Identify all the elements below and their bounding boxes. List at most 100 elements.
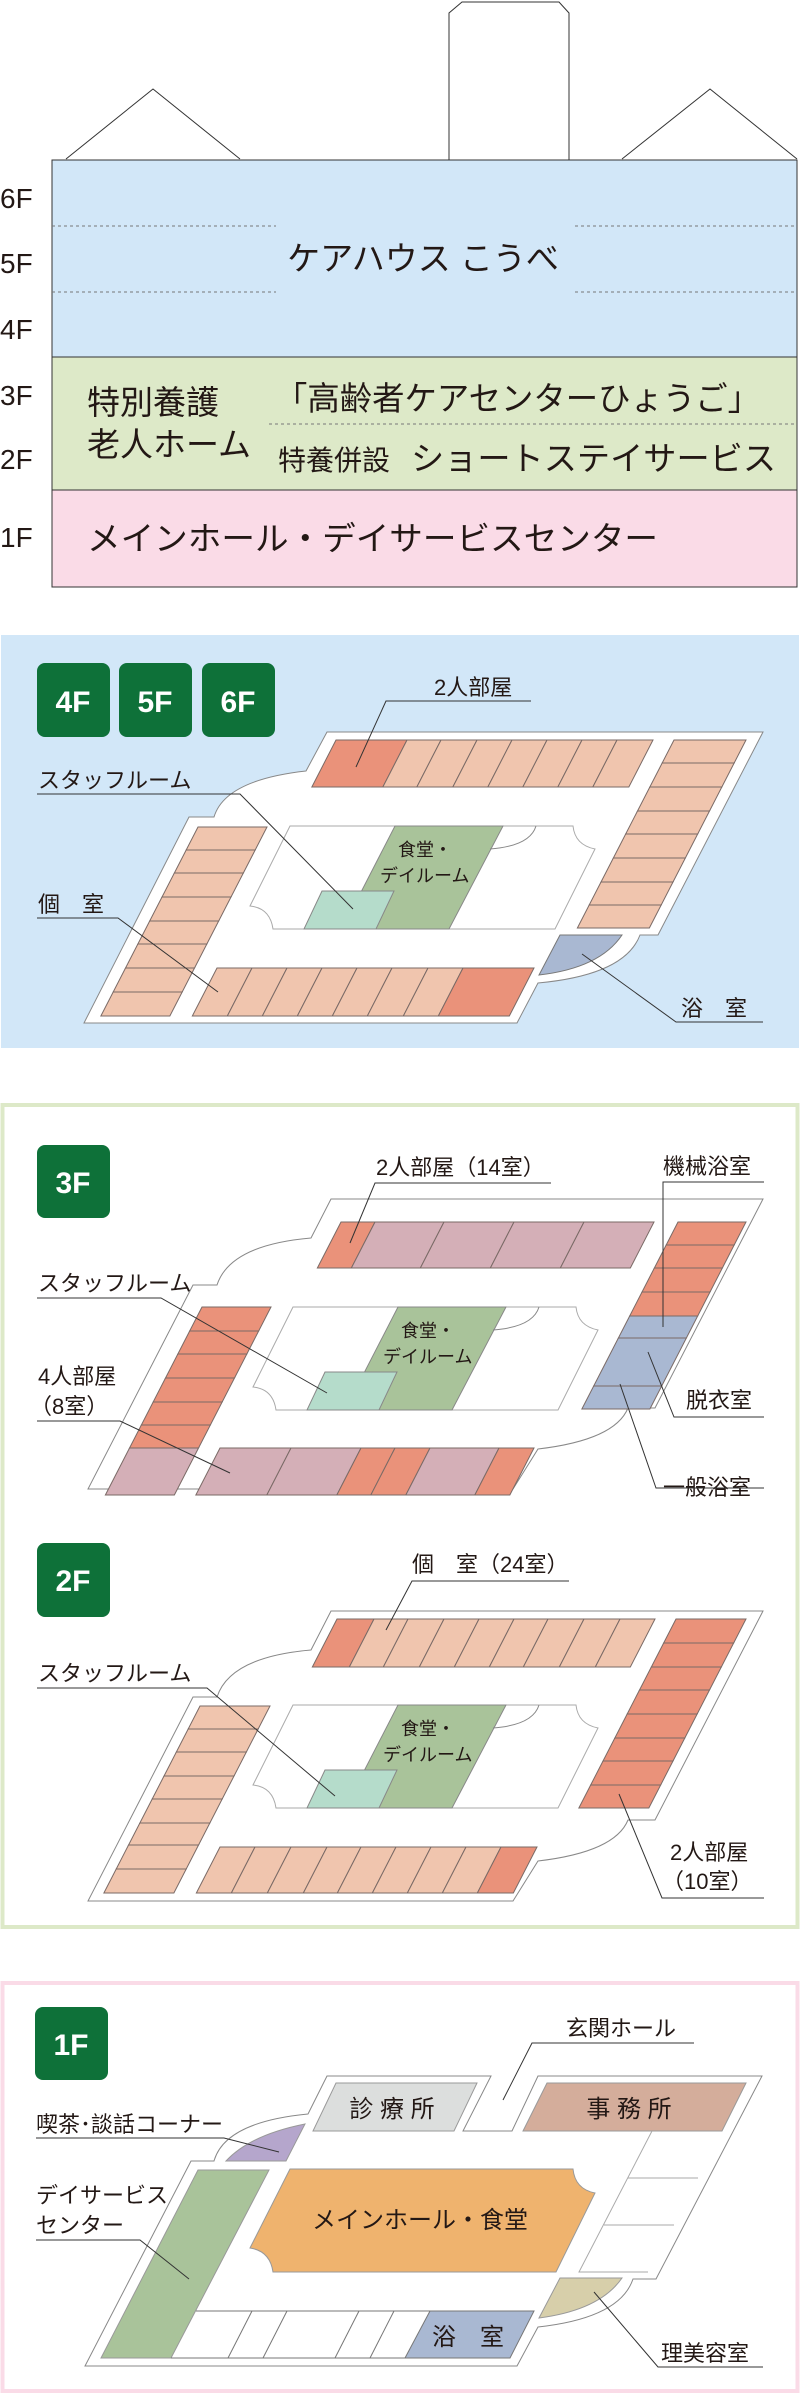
central-area: 食堂・デイルーム — [252, 1704, 599, 1809]
label-single-room: 個 室（24室） — [412, 1552, 568, 1577]
room[interactable] — [124, 943, 208, 969]
room[interactable] — [559, 1221, 655, 1269]
corridor-arc — [489, 825, 537, 850]
label-day-service: デイサービス — [36, 2183, 168, 2208]
floor-label-1f: 1F — [0, 522, 33, 553]
nursing-home-name-2: 老人ホーム — [87, 426, 251, 463]
clinic-room[interactable] — [312, 2082, 478, 2132]
leader-staff-room — [37, 793, 354, 910]
main-hall-dining[interactable] — [249, 2168, 596, 2273]
room[interactable] — [665, 1221, 747, 1246]
room[interactable] — [600, 857, 687, 883]
room[interactable] — [137, 920, 220, 945]
office-room[interactable] — [522, 2082, 747, 2132]
leader-general-bath — [619, 1383, 764, 1489]
floor-badge-5f[interactable]: 5F — [119, 663, 192, 737]
room[interactable] — [103, 1868, 188, 1894]
room[interactable] — [163, 1751, 248, 1777]
label-bath: 浴 室 — [681, 996, 747, 1021]
room[interactable] — [592, 739, 654, 788]
bottom-rooms — [171, 2310, 430, 2359]
floor-badge-4f[interactable]: 4F — [37, 663, 110, 737]
room[interactable] — [576, 904, 663, 929]
label-single-room: 個 室 — [38, 892, 104, 917]
dining-label: 食堂・ — [401, 1719, 455, 1739]
room[interactable] — [173, 849, 256, 874]
leader-quad-room — [37, 1420, 231, 1474]
room[interactable] — [581, 1385, 663, 1410]
badge-label: 6F — [220, 686, 255, 719]
room[interactable] — [185, 826, 268, 851]
room[interactable] — [152, 1377, 236, 1403]
room[interactable] — [187, 1705, 271, 1730]
room[interactable] — [161, 872, 245, 898]
cafe-corner[interactable] — [224, 2123, 306, 2162]
room[interactable] — [100, 991, 184, 1017]
room[interactable] — [164, 1353, 248, 1379]
barber-room[interactable] — [538, 2277, 623, 2319]
floor-label-5f: 5F — [0, 248, 33, 279]
room[interactable] — [588, 881, 674, 906]
bath-room[interactable] — [538, 934, 623, 976]
leader-staff-room — [37, 1687, 336, 1797]
room[interactable] — [589, 1760, 674, 1786]
room[interactable] — [476, 1846, 538, 1894]
room[interactable] — [653, 1244, 735, 1269]
room[interactable] — [594, 1618, 656, 1668]
rooms — [104, 1221, 747, 1496]
room[interactable] — [636, 786, 723, 812]
floor-label-2f: 2F — [0, 444, 33, 475]
room[interactable] — [661, 739, 747, 764]
room[interactable] — [649, 762, 735, 788]
room[interactable] — [602, 1737, 686, 1762]
office-label: 事 務 所 — [586, 2096, 671, 2123]
room[interactable] — [140, 1401, 223, 1426]
floor-badge-2f[interactable]: 2F — [37, 1543, 110, 1617]
label-quad-room: 4人部屋 — [38, 1364, 116, 1389]
rooms — [100, 739, 747, 1017]
room[interactable] — [614, 1713, 698, 1739]
rooms — [103, 1618, 747, 1894]
staff-room[interactable] — [306, 1769, 398, 1809]
bath-room[interactable] — [404, 2310, 535, 2359]
room[interactable] — [127, 1822, 211, 1846]
room[interactable] — [188, 1306, 272, 1332]
room[interactable] — [626, 1689, 711, 1715]
nursing-home-name-1: 特別養護 — [87, 384, 219, 421]
room[interactable] — [115, 1844, 200, 1870]
floor-badge-1f[interactable]: 1F — [35, 2007, 108, 2080]
room[interactable] — [177, 1330, 260, 1355]
room[interactable] — [175, 1728, 259, 1753]
room[interactable] — [104, 1447, 200, 1496]
room[interactable] — [641, 1267, 724, 1293]
room[interactable] — [474, 1447, 535, 1496]
room[interactable] — [139, 1798, 224, 1824]
roof-left — [65, 88, 241, 160]
label-double-room-count: （10室） — [662, 1869, 752, 1894]
label-staff-room: スタッフルーム — [38, 1271, 191, 1296]
room[interactable] — [650, 1642, 735, 1668]
leader-double-room — [618, 1793, 764, 1899]
staff-room[interactable] — [306, 1371, 398, 1411]
dining-label: 食堂・ — [401, 1321, 455, 1341]
room[interactable] — [437, 967, 535, 1017]
room[interactable] — [617, 1315, 699, 1339]
room[interactable] — [148, 896, 232, 922]
floor-1-plan: 1F 診 療 所 事 務 所 メインホール・食堂 浴 室 玄関ホール 喫茶･談話… — [35, 2007, 763, 2368]
staff-room[interactable] — [303, 890, 395, 930]
first-floor-block — [51, 489, 798, 588]
central-area: 食堂・デイルーム — [249, 825, 596, 930]
room[interactable] — [151, 1775, 235, 1800]
floor-badge-6f[interactable]: 6F — [202, 663, 275, 737]
room[interactable] — [638, 1666, 723, 1691]
leader-cafe-corner — [36, 2137, 280, 2153]
leader-staff-room — [37, 1297, 328, 1394]
floor-badge-3f[interactable]: 3F — [37, 1145, 110, 1218]
room[interactable] — [112, 967, 196, 993]
first-floor-name: メインホール・デイサービスセンター — [87, 520, 658, 557]
room[interactable] — [612, 833, 699, 859]
room[interactable] — [628, 1291, 711, 1317]
room[interactable] — [662, 1618, 747, 1644]
room[interactable] — [624, 810, 711, 835]
